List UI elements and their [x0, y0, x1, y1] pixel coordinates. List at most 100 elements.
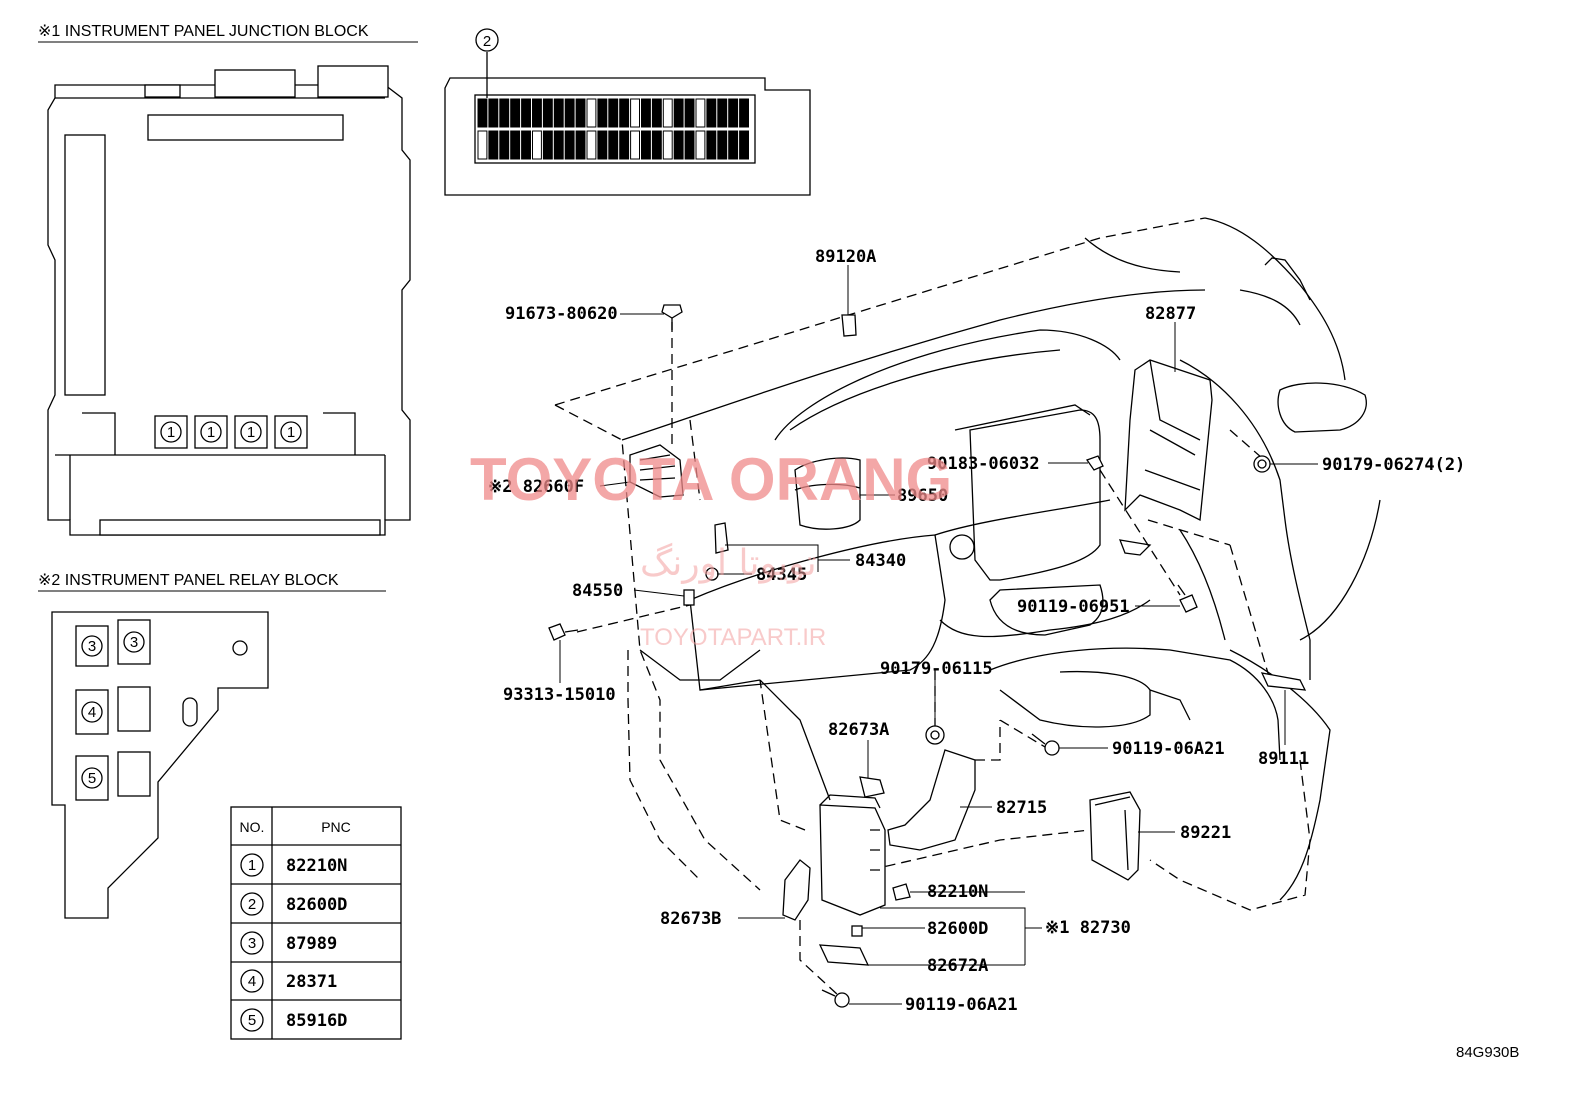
callout-82210N: 82210N — [927, 882, 988, 902]
connector-slot — [575, 98, 586, 128]
table-header-no: NO. — [240, 819, 265, 835]
connector-slot — [510, 98, 521, 128]
dashboard-illustration — [554, 217, 1381, 911]
table-row-pnc: 85916D — [286, 1011, 347, 1031]
connector-slot — [717, 130, 728, 160]
connector-slot — [662, 98, 673, 128]
callout-82673B: 82673B — [660, 909, 721, 929]
callout-82877: 82877 — [1145, 304, 1196, 324]
watermark-site: TOYOTAPART.IR — [640, 624, 826, 651]
callout-labels: 89120A 91673-80620 82877 ※2 82660F 89650… — [488, 247, 1465, 1015]
connector-slot — [684, 98, 695, 128]
connector-slot — [477, 130, 488, 160]
callout-89120A: 89120A — [815, 247, 876, 267]
fuse-marker-1a: 1 — [167, 424, 175, 441]
connector-slot — [684, 130, 695, 160]
connector-slot — [553, 98, 564, 128]
table-row-no: 1 — [248, 857, 256, 874]
table-row-no: 4 — [248, 973, 256, 990]
relay-block-illustration: ※2 INSTRUMENT PANEL RELAY BLOCK 3 3 4 5 — [38, 572, 386, 919]
relay-marker-3b: 3 — [130, 634, 138, 651]
junction-block-header: ※1 INSTRUMENT PANEL JUNCTION BLOCK — [38, 23, 369, 40]
connector-slot — [499, 98, 510, 128]
relay-marker-3a: 3 — [88, 638, 96, 655]
table-row-pnc: 87989 — [286, 934, 337, 954]
connector-slot — [717, 98, 728, 128]
connector-slot — [673, 98, 684, 128]
relay-marker-5: 5 — [88, 770, 96, 787]
callout-89650: 89650 — [897, 486, 948, 506]
connector-slot — [586, 98, 597, 128]
connector-slot — [564, 130, 575, 160]
connector-detail-illustration: 2 — [444, 28, 811, 196]
callout-82660F: ※2 82660F — [488, 477, 584, 497]
detail-marker-2: 2 — [483, 33, 491, 50]
watermark-persian: تویوتا اورنگ — [640, 542, 817, 584]
connector-slot — [630, 98, 640, 128]
connector-slot — [739, 98, 749, 128]
connector-slot — [477, 98, 488, 128]
callout-89221: 89221 — [1180, 823, 1231, 843]
callout-90119-06A21-upper: 90119-06A21 — [1112, 739, 1225, 759]
connector-slot — [641, 98, 651, 128]
connector-slot — [597, 130, 608, 160]
connector-slot — [739, 130, 749, 160]
callout-93313-15010: 93313-15010 — [503, 685, 616, 705]
figure-id: 84G930B — [1456, 1044, 1519, 1061]
connector-slot — [532, 98, 542, 128]
table-row-pnc: 82210N — [286, 856, 347, 876]
callout-82600D: 82600D — [927, 919, 988, 939]
connector-slot — [597, 98, 608, 128]
table-row-no: 2 — [248, 896, 256, 913]
connector-slot — [608, 98, 619, 128]
callout-82672A: 82672A — [927, 956, 988, 976]
callout-90179-06274: 90179-06274(2) — [1322, 455, 1465, 475]
connector-slot — [488, 130, 499, 160]
callout-82673A: 82673A — [828, 720, 889, 740]
connector-slot — [706, 98, 717, 128]
connector-slot — [608, 130, 619, 160]
connector-slot — [673, 130, 684, 160]
callout-90119-06A21-lower: 90119-06A21 — [905, 995, 1018, 1015]
fuse-marker-1c: 1 — [247, 424, 255, 441]
callout-84550: 84550 — [572, 581, 623, 601]
connector-slot — [619, 130, 630, 160]
connector-slot — [532, 130, 542, 160]
connector-slot — [586, 130, 597, 160]
fuse-marker-1d: 1 — [287, 424, 295, 441]
junction-block-illustration: ※1 INSTRUMENT PANEL JUNCTION BLOCK 1 1 1… — [38, 23, 418, 536]
table-header-pnc: PNC — [321, 819, 351, 835]
table-row-no: 5 — [248, 1012, 256, 1029]
callout-90179-06115: 90179-06115 — [880, 659, 993, 679]
connector-slot — [575, 130, 586, 160]
connector-slot — [488, 98, 499, 128]
connector-slot — [542, 130, 553, 160]
watermark: TOYOTA ORANG تویوتا اورنگ TOYOTAPART.IR — [470, 446, 952, 651]
leader-lines — [559, 265, 1318, 1005]
junction-fuse-markers: 1 1 1 1 — [154, 415, 308, 449]
callout-84340: 84340 — [855, 551, 906, 571]
connector-slot — [510, 130, 521, 160]
leader-dashes — [576, 322, 1271, 996]
callout-89111: 89111 — [1258, 749, 1309, 769]
connector-slot — [553, 130, 564, 160]
connector-slot — [619, 98, 630, 128]
connector-slot — [641, 130, 651, 160]
connector-slot — [521, 130, 531, 160]
connector-slot — [706, 130, 717, 160]
callout-82730: ※1 82730 — [1045, 918, 1131, 938]
connector-slot — [728, 130, 739, 160]
connector-slot — [695, 130, 706, 160]
table-row-pnc: 28371 — [286, 972, 337, 992]
table-row-no: 3 — [248, 935, 256, 952]
callout-84345: 84345 — [756, 565, 807, 585]
connector-slot — [651, 130, 662, 160]
table-row-pnc: 82600D — [286, 895, 347, 915]
connector-slot — [564, 98, 575, 128]
connector-slot — [662, 130, 673, 160]
watermark-brand: TOYOTA ORANG — [470, 446, 952, 513]
connector-slot — [542, 98, 553, 128]
connector-slot — [728, 98, 739, 128]
callout-90183-06032: 90183-06032 — [927, 454, 1040, 474]
